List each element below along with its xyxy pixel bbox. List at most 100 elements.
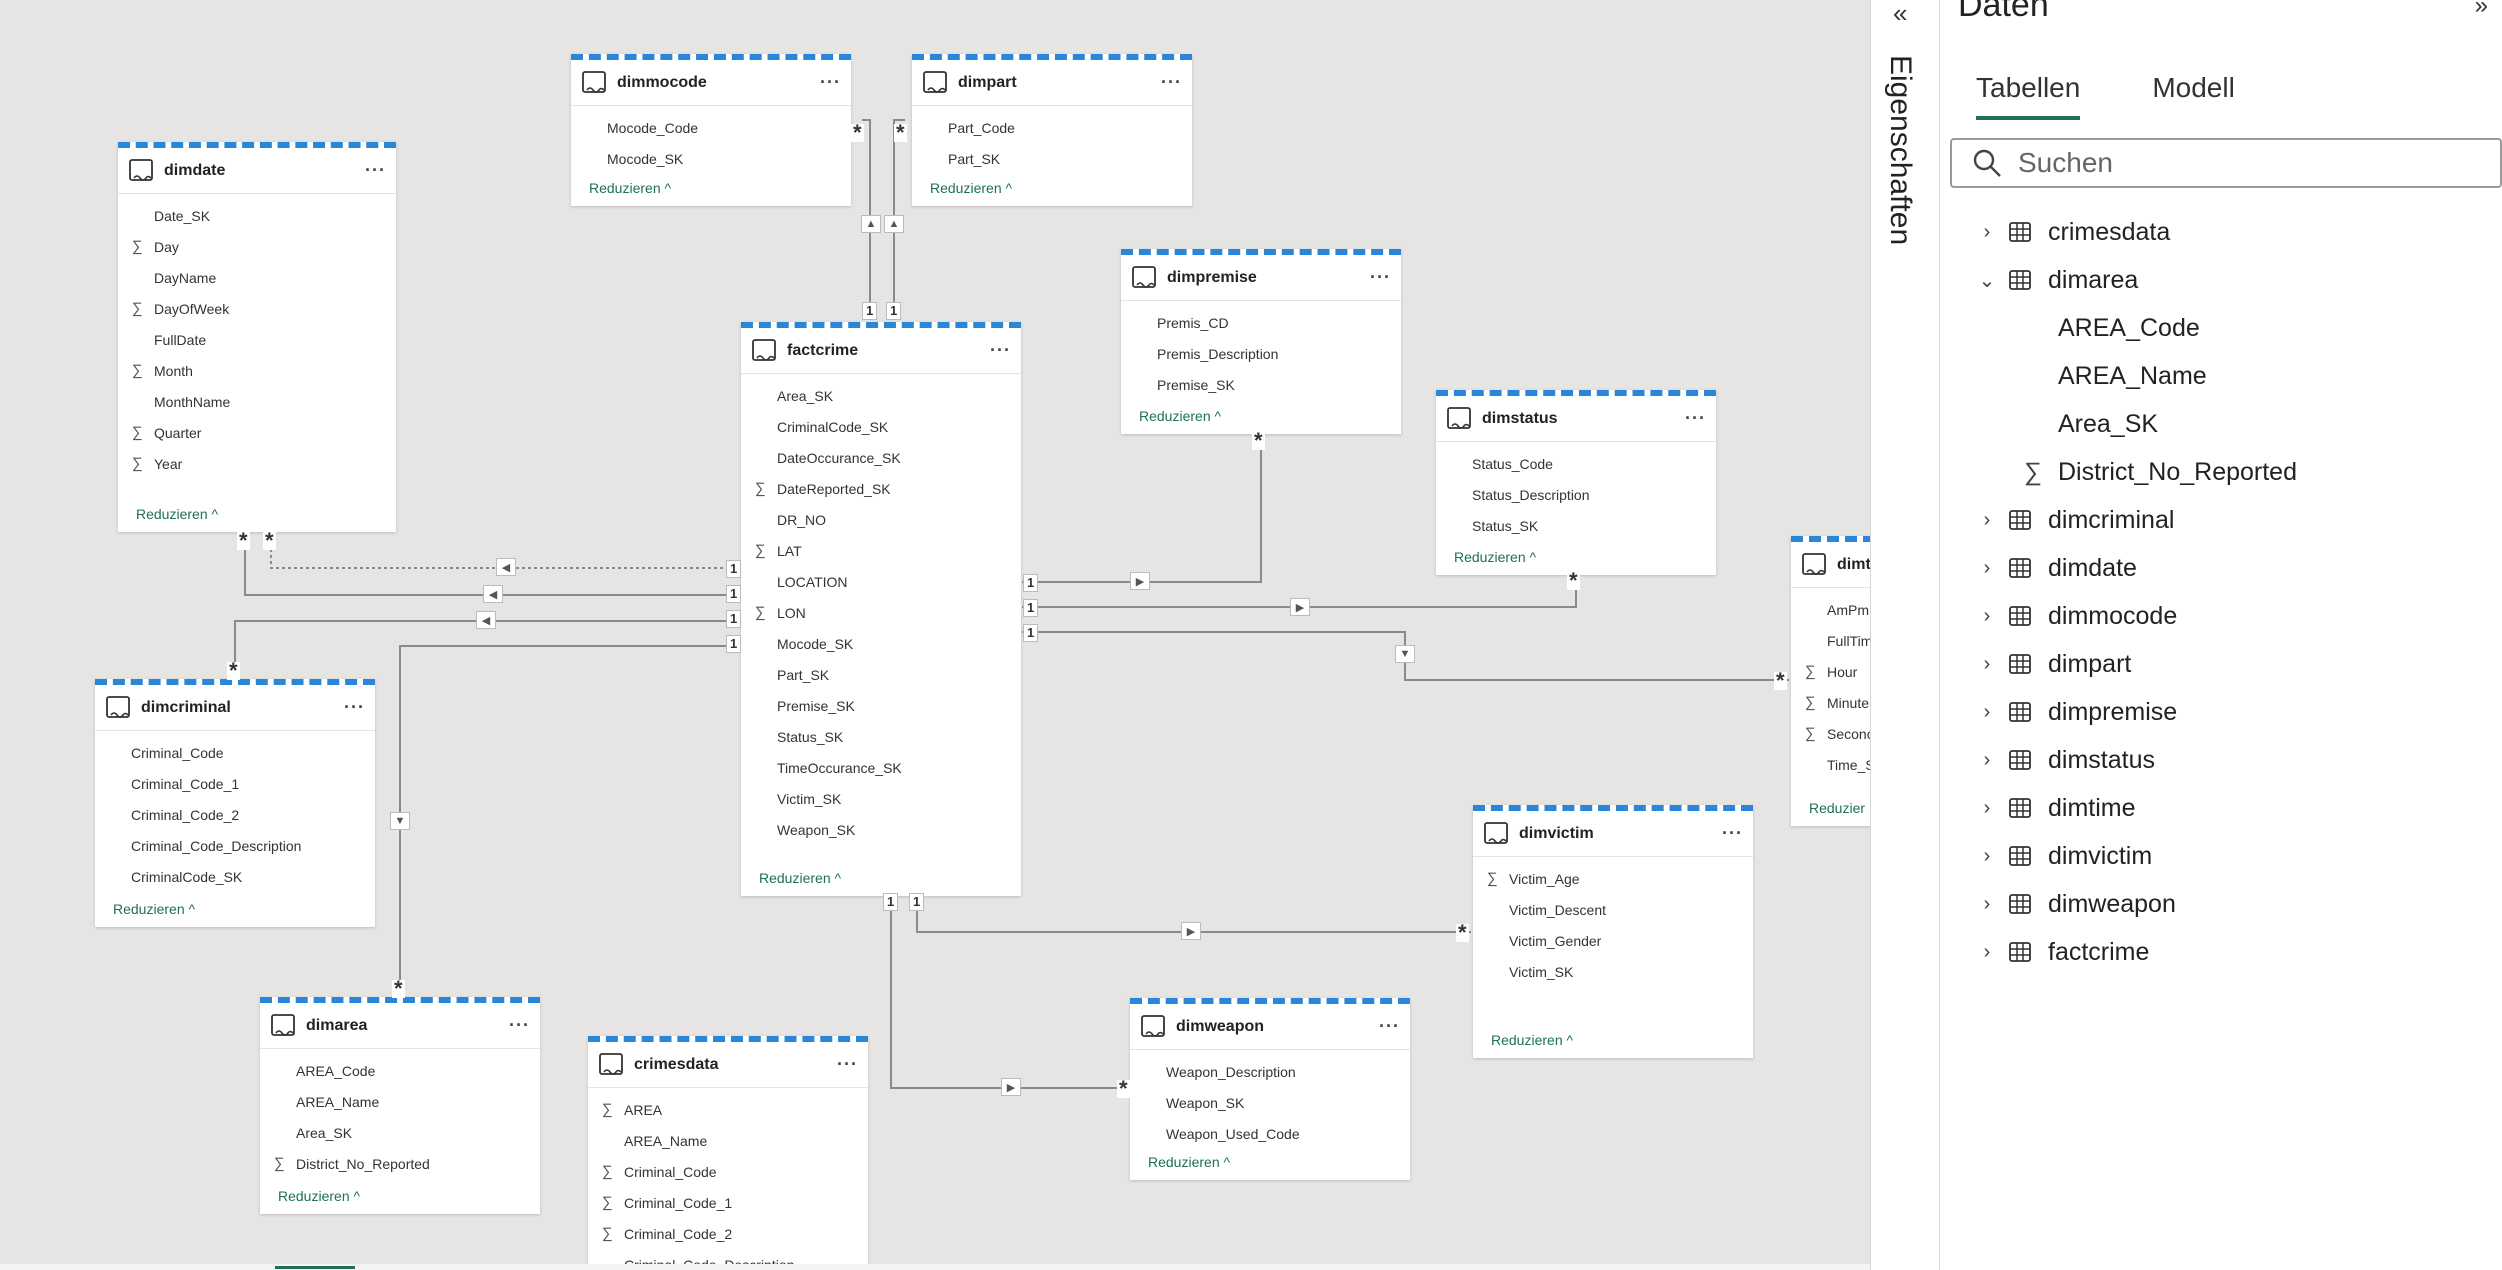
field-row[interactable]: Victim_Descent [1473, 894, 1753, 925]
chevron-right-icon[interactable]: › [1983, 508, 1991, 531]
field-row[interactable]: Victim_SK [741, 783, 1021, 814]
field-row[interactable]: CriminalCode_SK [741, 411, 1021, 442]
table-header[interactable]: dimpart··· [912, 60, 1192, 106]
collapse-link[interactable]: Reduzieren ^ [1491, 1032, 1574, 1048]
relationship-line[interactable] [862, 119, 871, 320]
collapse-link[interactable]: Reduzieren ^ [589, 180, 672, 196]
field-row[interactable]: Mocode_Code [571, 112, 851, 143]
field-row[interactable]: Weapon_Description [1130, 1056, 1410, 1087]
field-row[interactable]: Weapon_Used_Code [1130, 1118, 1410, 1149]
field-row[interactable]: Area_SK [741, 380, 1021, 411]
more-options-icon[interactable]: ··· [837, 1054, 858, 1074]
field-row[interactable]: FullDate [118, 324, 396, 355]
field-row[interactable]: LOCATION [741, 566, 1021, 597]
field-row[interactable]: Criminal_Code_Description [95, 830, 375, 861]
chevron-right-icon[interactable]: › [1983, 940, 1991, 963]
field-row[interactable]: Status_SK [741, 721, 1021, 752]
collapse-link[interactable]: Reduzieren ^ [1139, 408, 1222, 424]
tree-field-Area_SK[interactable]: Area_SK [1972, 400, 2297, 448]
relationship-line[interactable] [399, 645, 733, 995]
relationship-line[interactable] [244, 531, 733, 596]
field-row[interactable]: Part_SK [912, 143, 1192, 174]
filter-direction-icon[interactable]: ▲ [884, 215, 904, 233]
field-row[interactable]: ∑Month [118, 355, 396, 386]
field-row[interactable]: Date_SK [118, 200, 396, 231]
field-row[interactable]: Weapon_SK [741, 814, 1021, 845]
field-row[interactable]: Status_Description [1436, 479, 1716, 510]
table-header[interactable]: factcrime··· [741, 328, 1021, 374]
field-row[interactable]: Mocode_SK [741, 628, 1021, 659]
more-options-icon[interactable]: ··· [1161, 72, 1182, 92]
more-options-icon[interactable]: ··· [1370, 267, 1391, 287]
table-header[interactable]: dimvictim··· [1473, 811, 1753, 857]
field-row[interactable]: ∑AREA [588, 1094, 868, 1125]
tree-item-dimtime[interactable]: ›dimtime [1972, 784, 2297, 832]
chevron-right-icon[interactable]: › [1983, 220, 1991, 243]
field-row[interactable]: ∑Seconc [1791, 718, 1870, 749]
table-header[interactable]: dimdate··· [118, 148, 396, 194]
tree-item-factcrime[interactable]: ›factcrime [1972, 928, 2297, 976]
search-input[interactable]: Suchen [1950, 138, 2502, 188]
collapse-link[interactable]: Reduzieren ^ [759, 870, 842, 886]
field-row[interactable]: ∑Criminal_Code_2 [588, 1218, 868, 1249]
field-row[interactable]: ∑Minute [1791, 687, 1870, 718]
field-row[interactable]: ∑District_No_Reported [260, 1148, 540, 1179]
chevron-down-icon[interactable]: ⌄ [1978, 269, 1996, 292]
tree-item-dimcriminal[interactable]: ›dimcriminal [1972, 496, 2297, 544]
tree-item-dimarea[interactable]: ⌄dimarea [1972, 256, 2297, 304]
chevron-right-icon[interactable]: › [1983, 604, 1991, 627]
field-row[interactable]: Criminal_Code [95, 737, 375, 768]
field-row[interactable]: ∑Hour [1791, 656, 1870, 687]
field-row[interactable]: Premise_SK [741, 690, 1021, 721]
field-row[interactable]: AREA_Name [260, 1086, 540, 1117]
table-header[interactable]: dimarea··· [260, 1003, 540, 1049]
field-row[interactable]: Area_SK [260, 1117, 540, 1148]
field-row[interactable]: Weapon_SK [1130, 1087, 1410, 1118]
field-row[interactable]: ∑DayOfWeek [118, 293, 396, 324]
filter-direction-icon[interactable]: ▶ [1181, 922, 1201, 940]
more-options-icon[interactable]: ··· [990, 340, 1011, 360]
table-header[interactable]: dimstatus··· [1436, 396, 1716, 442]
table-header[interactable]: dimweapon··· [1130, 1004, 1410, 1050]
filter-direction-icon[interactable]: ▶ [1130, 572, 1150, 590]
field-row[interactable]: Part_Code [912, 112, 1192, 143]
chevron-right-icon[interactable]: › [1983, 652, 1991, 675]
field-row[interactable]: Criminal_Code_2 [95, 799, 375, 830]
field-row[interactable]: Victim_SK [1473, 956, 1753, 987]
tree-field-AREA_Code[interactable]: AREA_Code [1972, 304, 2297, 352]
tree-item-dimpart[interactable]: ›dimpart [1972, 640, 2297, 688]
filter-direction-icon[interactable]: ◀ [496, 558, 516, 576]
chevron-right-icon[interactable]: › [1983, 748, 1991, 771]
more-options-icon[interactable]: ··· [1379, 1016, 1400, 1036]
chevron-right-icon[interactable]: › [1983, 892, 1991, 915]
field-row[interactable]: Premise_SK [1121, 369, 1401, 400]
filter-direction-icon[interactable]: ▲ [861, 215, 881, 233]
tree-item-crimesdata[interactable]: ›crimesdata [1972, 208, 2297, 256]
field-row[interactable]: ∑Quarter [118, 417, 396, 448]
filter-direction-icon[interactable]: ◀ [476, 611, 496, 629]
collapse-properties-icon[interactable]: « [1893, 0, 1908, 28]
field-row[interactable]: AREA_Name [588, 1125, 868, 1156]
table-header[interactable]: crimesdata··· [588, 1042, 868, 1088]
filter-direction-icon[interactable]: ▶ [1290, 598, 1310, 616]
collapse-link[interactable]: Reduzieren ^ [113, 901, 196, 917]
field-row[interactable]: ∑Criminal_Code [588, 1156, 868, 1187]
more-options-icon[interactable]: ··· [1722, 823, 1743, 843]
properties-pane-collapsed[interactable]: « Eigenschaften [1870, 0, 1940, 1270]
chevron-right-icon[interactable]: › [1983, 556, 1991, 579]
field-row[interactable]: Mocode_SK [571, 143, 851, 174]
more-options-icon[interactable]: ··· [509, 1015, 530, 1035]
tree-item-dimweapon[interactable]: ›dimweapon [1972, 880, 2297, 928]
tree-item-dimdate[interactable]: ›dimdate [1972, 544, 2297, 592]
collapse-link[interactable]: Reduzieren ^ [136, 506, 219, 522]
tree-item-dimpremise[interactable]: ›dimpremise [1972, 688, 2297, 736]
tab-tabellen[interactable]: Tabellen [1976, 72, 2081, 120]
field-row[interactable]: Premis_Description [1121, 338, 1401, 369]
